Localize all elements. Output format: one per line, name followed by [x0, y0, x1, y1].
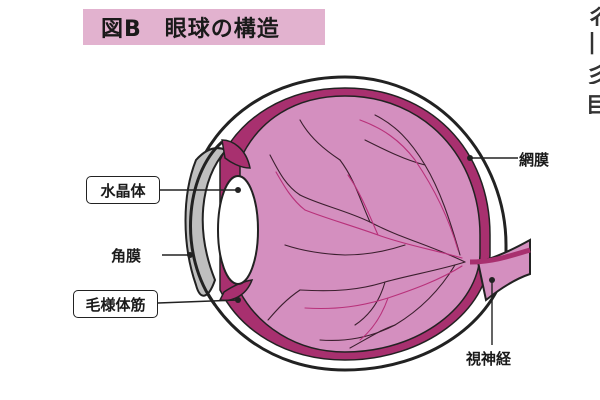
title-banner: 図B 眼球の構造 — [83, 9, 325, 45]
ciliary-body-bottom — [218, 279, 254, 302]
ciliary-body-top — [221, 139, 251, 169]
cut-off-text-fragment-2: | — [588, 30, 597, 55]
ciliary-leader — [157, 299, 239, 304]
diagram-title: 図B 眼球の構造 — [101, 17, 280, 42]
lens-label: 水晶体 — [86, 176, 160, 204]
cut-off-text-fragment-1: 彳 — [586, 6, 600, 26]
leader-lines — [157, 157, 518, 345]
cornea-outer — [189, 140, 223, 306]
cut-off-text-fragment-4: 目 — [586, 94, 600, 114]
lens-shape — [217, 175, 259, 285]
optic-nerve-label: 視神経 — [466, 350, 512, 368]
blood-vessels — [267, 114, 466, 349]
leader-dots — [187, 155, 495, 303]
ciliary-body-label: 毛様体筋 — [73, 290, 158, 318]
retina-label: 網膜 — [519, 151, 550, 169]
cornea-label: 角膜 — [111, 247, 142, 265]
optic-nerve-core — [469, 247, 531, 265]
cut-off-text-fragment-3: 彡 — [586, 64, 600, 84]
